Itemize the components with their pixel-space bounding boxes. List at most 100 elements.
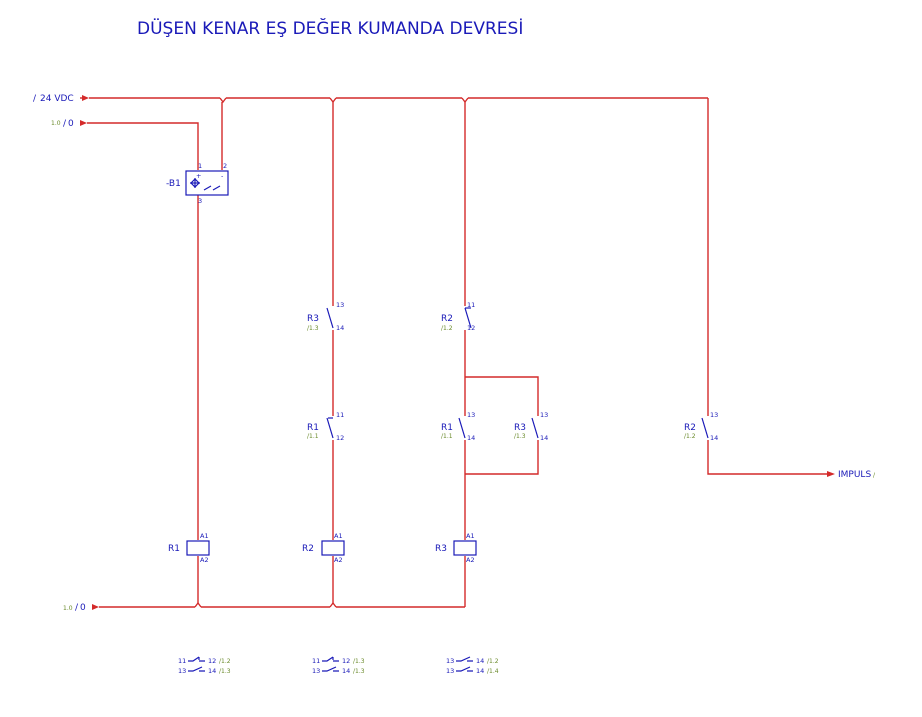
contact-ref: /1.1 [441,433,453,440]
no-contact-icon [456,666,473,672]
contact-r2-nc: 11 12 R2 /1.2 [441,301,475,332]
sensor-switch-icon [203,185,221,191]
sensor-pin1: 1 [198,162,202,170]
contact-r1-no: 13 14 R1 /1.1 [441,411,475,442]
nc-contact-icon [322,656,339,662]
contact-r3-no-parallel: 13 14 R3 /1.3 [514,411,548,442]
coil-icon [186,540,210,556]
coil-r3: R3 A1 A2 [435,532,477,564]
contact-name: R1 [307,423,319,433]
contact-no-icon [531,417,539,439]
svg-text:A2: A2 [334,556,343,564]
svg-text:13: 13 [540,411,548,419]
sensor-label: -B1 [166,179,181,189]
svg-text:13: 13 [710,411,718,419]
contact-name: R2 [684,423,696,433]
no-contact-icon [188,666,205,672]
contact-nc-icon [464,307,472,329]
sensor-pin3: 3 [198,197,202,205]
nc-contact-icon [188,656,205,662]
svg-text:A2: A2 [466,556,475,564]
cross-ref-r3: 13 14 /1.2 13 14 /1.4 [446,656,499,675]
svg-text:14: 14 [540,434,548,442]
svg-text:12: 12 [336,434,344,442]
zero-top-label: 0 [68,119,74,129]
zero-bottom-slash: / [75,603,79,613]
contact-no-icon [701,417,709,439]
contact-nc-icon [326,417,334,439]
supply-terminal: / 24 VDC [33,94,89,104]
contact-no-icon [326,307,334,329]
supply-label: 24 VDC [40,94,74,104]
svg-text:14: 14 [710,434,718,442]
contact-ref: /1.2 [441,325,453,332]
svg-text:12: 12 [467,324,475,332]
svg-text:14: 14 [208,667,216,675]
output-arrow-icon [827,471,835,477]
zero-top-terminal: 1.0 / 0 [51,119,87,129]
contact-ref: /1.2 [684,433,696,440]
svg-text:/1.3: /1.3 [353,658,365,665]
coil-name: R1 [168,544,180,554]
zero-bottom-arrow-icon [92,604,99,610]
supply-arrow-icon [82,95,89,101]
contact-name: R3 [307,314,319,324]
svg-text:14: 14 [476,667,484,675]
coil-r2: R2 A1 A2 [302,532,345,564]
contact-name: R2 [441,314,453,324]
zero-bottom-ref: 1.0 [63,605,73,612]
svg-text:12: 12 [208,657,216,665]
svg-text:A2: A2 [200,556,209,564]
contact-ref: /1.3 [307,325,319,332]
svg-text:11: 11 [178,657,186,665]
wiring [87,97,827,608]
cross-ref-r2: 11 12 /1.3 13 14 /1.3 [312,656,365,675]
svg-text:/1.3: /1.3 [353,668,365,675]
page-title: DÜŞEN KENAR EŞ DEĞER KUMANDA DEVRESİ [137,17,523,39]
contact-ref: /1.1 [307,433,319,440]
svg-text:/1.4: /1.4 [487,668,499,675]
svg-text:14: 14 [467,434,475,442]
svg-text:/1.3: /1.3 [219,668,231,675]
svg-text:+: + [196,172,201,180]
svg-text:/1.2: /1.2 [487,658,499,665]
svg-text:14: 14 [342,667,350,675]
contact-r1-nc: 11 12 R1 /1.1 [307,411,344,442]
zero-top-ref: 1.0 [51,120,61,127]
cross-ref-r1: 11 12 /1.2 13 14 /1.3 [178,656,231,675]
output-label: IMPULS [838,470,871,480]
svg-text:11: 11 [336,411,344,419]
contact-r2-no: 13 14 R2 /1.2 [684,411,718,442]
svg-text:13: 13 [446,657,454,665]
contact-name: R1 [441,423,453,433]
svg-text:A1: A1 [200,532,209,540]
coil-r1: R1 A1 A2 [168,532,210,564]
svg-text:14: 14 [336,324,344,332]
svg-text:13: 13 [446,667,454,675]
coil-name: R2 [302,544,314,554]
svg-text:13: 13 [467,411,475,419]
output-terminal: IMPULS / [827,470,876,480]
zero-top-arrow-icon [80,120,87,126]
zero-bottom-terminal: 1.0 / 0 [63,603,99,613]
coil-icon [453,540,477,556]
svg-text:A1: A1 [334,532,343,540]
svg-text:13: 13 [336,301,344,309]
svg-text:A1: A1 [466,532,475,540]
supply-ref: / [33,94,37,104]
coil-name: R3 [435,544,447,554]
contact-name: R3 [514,423,526,433]
contact-no-icon [458,417,466,439]
contact-r3-no: 13 14 R3 /1.3 [307,301,344,332]
svg-text:/1.2: /1.2 [219,658,231,665]
contact-ref: /1.3 [514,433,526,440]
svg-text:-: - [221,172,224,180]
svg-text:14: 14 [476,657,484,665]
sensor-pin2: 2 [223,162,227,170]
svg-text:12: 12 [342,657,350,665]
zero-bottom-label: 0 [80,603,86,613]
svg-text:11: 11 [312,657,320,665]
svg-text:11: 11 [467,301,475,309]
no-contact-icon [322,666,339,672]
